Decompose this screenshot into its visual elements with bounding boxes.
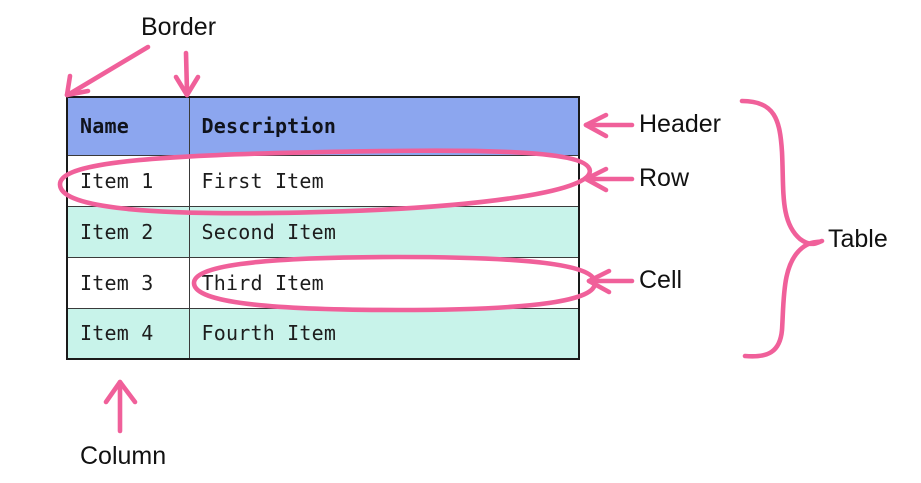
cell-arrow-icon <box>586 268 635 295</box>
column-arrow-icon <box>103 379 138 434</box>
cell-name: Item 2 <box>66 205 190 258</box>
annotation-label-cell: Cell <box>639 266 683 294</box>
cell-name: Item 4 <box>66 307 190 360</box>
annotation-label-border: Border <box>141 13 217 41</box>
table-container: Name Description Item 1 First Item Item … <box>66 96 580 360</box>
column-header-name: Name <box>66 96 190 156</box>
table-row: Item 3 Third Item <box>66 256 580 309</box>
border-arrow-vertical-icon <box>173 50 201 98</box>
cell-description: Third Item <box>188 256 580 309</box>
row-arrow-icon <box>583 166 635 193</box>
table-row: Item 2 Second Item <box>66 205 580 258</box>
table-header-row: Name Description <box>66 96 580 156</box>
column-header-description: Description <box>188 96 580 156</box>
cell-name: Item 1 <box>66 154 190 207</box>
example-table: Name Description Item 1 First Item Item … <box>66 96 580 360</box>
annotation-label-table: Table <box>828 225 888 253</box>
table-header: Name Description <box>66 96 580 156</box>
cell-description: First Item <box>188 154 580 207</box>
annotation-label-row: Row <box>639 164 690 192</box>
border-arrow-diagonal-icon <box>64 44 151 98</box>
table-body: Item 1 First Item Item 2 Second Item Ite… <box>66 154 580 360</box>
cell-description: Fourth Item <box>188 307 580 360</box>
annotation-label-column: Column <box>80 442 167 470</box>
table-row: Item 1 First Item <box>66 154 580 207</box>
header-arrow-icon <box>583 112 635 139</box>
table-row: Item 4 Fourth Item <box>66 307 580 360</box>
annotation-label-header: Header <box>639 110 721 138</box>
cell-name: Item 3 <box>66 256 190 309</box>
table-brace-icon <box>739 98 825 359</box>
cell-description: Second Item <box>188 205 580 258</box>
